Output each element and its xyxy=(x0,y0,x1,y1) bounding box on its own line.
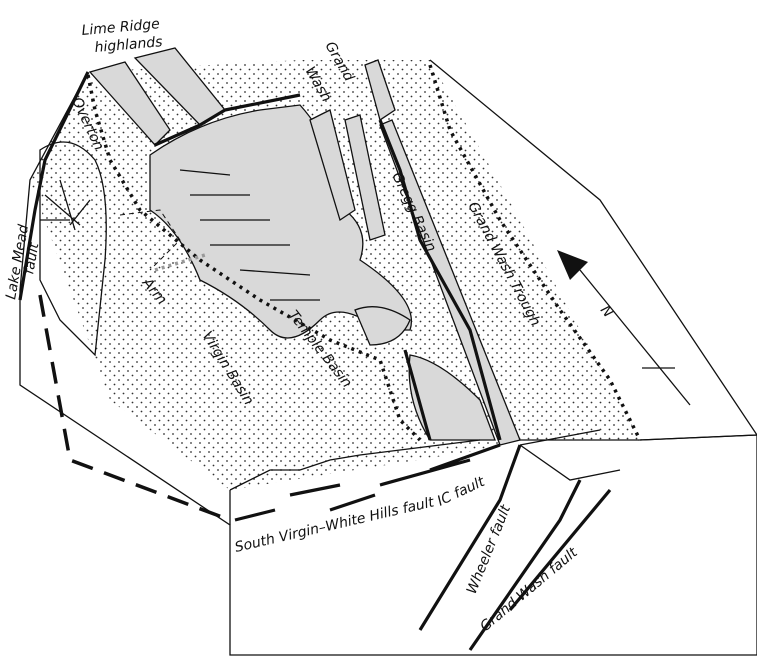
wheeler-footwall-strip xyxy=(379,119,521,446)
lake-mead-fault-trace xyxy=(18,71,90,301)
small-bedrock xyxy=(354,306,411,346)
temple-bedrock xyxy=(408,354,496,441)
label-lime-ridge-2: highlands xyxy=(94,34,163,56)
grand-wash-block-1 xyxy=(309,109,356,222)
lime-ridge-block-1 xyxy=(88,61,171,146)
label-south-virgin-fault: South Virgin–White Hills fault xyxy=(233,494,436,556)
grand-wash-trough-boundary xyxy=(428,64,642,441)
overton-bedrock xyxy=(39,141,107,357)
label-ic-fault: IC fault xyxy=(435,474,488,510)
grand-wash-block-2 xyxy=(344,114,386,241)
radial-pattern xyxy=(40,179,91,231)
label-lime-ridge-1: Lime Ridge xyxy=(81,16,161,39)
north-label: N xyxy=(597,303,616,322)
central-bedrock xyxy=(149,104,412,339)
buried-fault-trace xyxy=(38,294,231,522)
front-fault-blocks xyxy=(229,429,621,651)
grand-wash-block-3 xyxy=(364,59,396,122)
label-lake-mead-fault: fault xyxy=(21,241,42,276)
